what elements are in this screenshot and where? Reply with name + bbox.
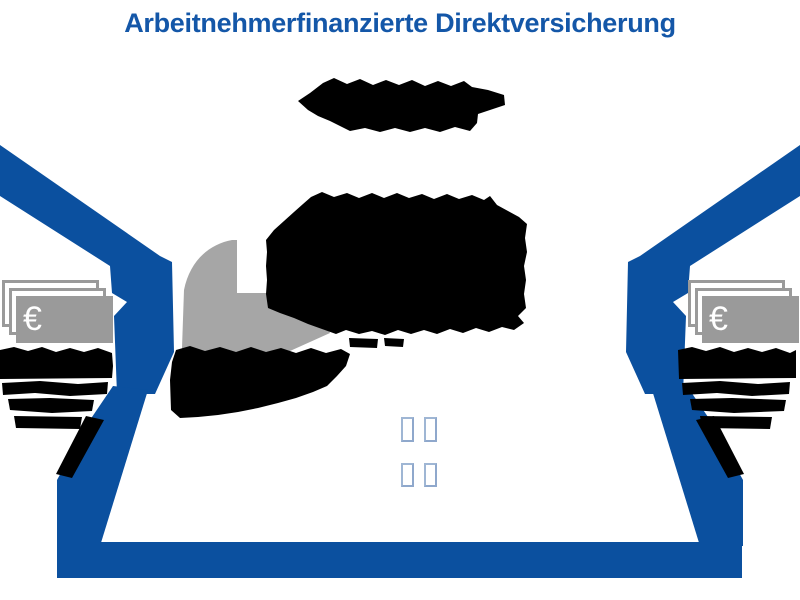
banknote-front: € bbox=[702, 296, 799, 343]
diagram-title: Arbeitnehmerfinanzierte Direktversicheru… bbox=[124, 8, 676, 38]
obscured-text-blobs bbox=[0, 78, 796, 478]
obscured-text-right-line3 bbox=[682, 381, 790, 396]
obscured-text-blob-mid-left bbox=[170, 346, 350, 418]
money-notes-icon-left: € bbox=[0, 278, 116, 348]
right-flow-ribbon bbox=[626, 145, 800, 394]
money-notes-icon-right: € bbox=[686, 278, 800, 348]
banknote-front: € bbox=[16, 296, 113, 343]
left-flow-ribbon bbox=[0, 145, 174, 394]
equals-grid-symbol bbox=[401, 417, 438, 488]
obscured-text-dash-1 bbox=[349, 338, 378, 348]
obscured-text-right-line4 bbox=[690, 398, 786, 413]
obscured-text-blob-center bbox=[266, 192, 527, 335]
left-down-strip bbox=[57, 386, 148, 546]
bottom-flow-band bbox=[57, 542, 742, 578]
obscured-text-right-lines bbox=[678, 347, 796, 379]
obscured-text-left-line3 bbox=[2, 381, 108, 396]
obscured-text-blob-top bbox=[298, 78, 505, 132]
equals-grid-cell bbox=[424, 417, 437, 442]
obscured-text-left-lines bbox=[0, 347, 113, 379]
obscured-text-left-line4 bbox=[8, 398, 94, 413]
equals-grid-cell bbox=[401, 463, 414, 487]
euro-symbol: € bbox=[23, 300, 42, 338]
obscured-text-dash-2 bbox=[384, 338, 404, 347]
equals-grid-cell bbox=[424, 463, 437, 487]
gray-conversion-arrow bbox=[182, 240, 330, 354]
equals-grid-cell bbox=[401, 417, 414, 442]
obscured-text-left-line5 bbox=[14, 416, 82, 429]
right-down-strip bbox=[652, 386, 743, 546]
obscured-text-left-streak bbox=[56, 416, 104, 478]
euro-symbol: € bbox=[709, 300, 728, 338]
obscured-text-right-streak bbox=[696, 416, 744, 478]
